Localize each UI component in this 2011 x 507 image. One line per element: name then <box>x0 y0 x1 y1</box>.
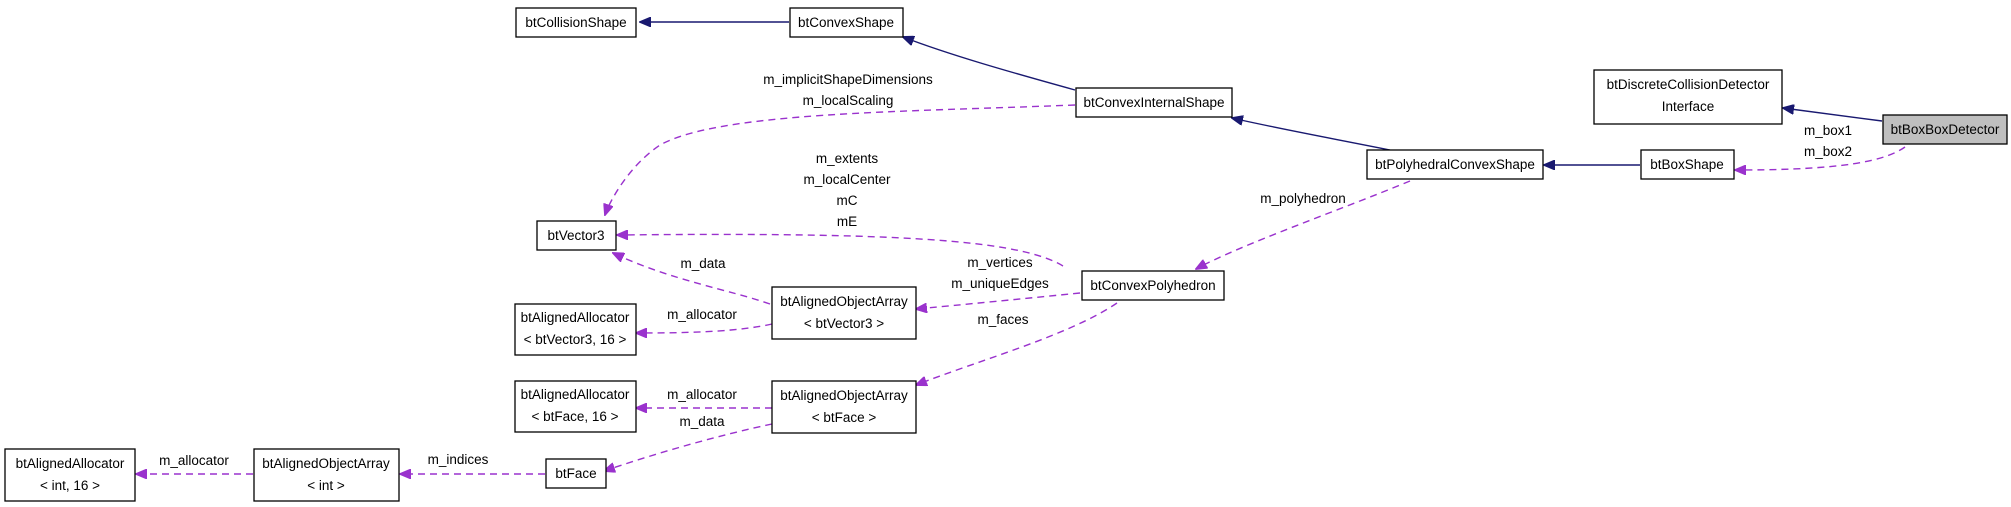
edge-label-m-indices: m_indices <box>428 452 489 467</box>
svg-text:< int, 16 >: < int, 16 > <box>40 478 100 493</box>
edge-label-m-data-vector3: m_data <box>680 256 726 271</box>
node-btalignedobjectarray-int[interactable]: btAlignedObjectArray < int > <box>253 448 400 502</box>
svg-text:btAlignedObjectArray: btAlignedObjectArray <box>780 388 908 403</box>
svg-text:btAlignedAllocator: btAlignedAllocator <box>521 387 630 402</box>
edge-convexinternalshape-to-convexshape <box>903 37 1076 91</box>
svg-text:btConvexPolyhedron: btConvexPolyhedron <box>1090 278 1215 293</box>
node-btalignedallocator-btvector3-16[interactable]: btAlignedAllocator < btVector3, 16 > <box>514 303 637 356</box>
svg-text:btAlignedAllocator: btAlignedAllocator <box>16 456 125 471</box>
node-btface[interactable]: btFace <box>545 458 607 489</box>
svg-text:< btVector3, 16 >: < btVector3, 16 > <box>524 332 627 347</box>
edge-alignedobjectarray-vector3-to-allocator <box>636 323 773 333</box>
edge-convexinternalshape-to-vector3 <box>605 104 1076 215</box>
node-btalignedobjectarray-btface[interactable]: btAlignedObjectArray < btFace > <box>771 380 917 434</box>
edge-boxboxdetector-to-discretecollisiondetector <box>1783 108 1883 122</box>
svg-text:btDiscreteCollisionDetector: btDiscreteCollisionDetector <box>1607 77 1770 92</box>
node-btboxshape[interactable]: btBoxShape <box>1640 149 1735 180</box>
svg-text:btPolyhedralConvexShape: btPolyhedralConvexShape <box>1375 157 1535 172</box>
edge-label-m-data-face: m_data <box>679 414 725 429</box>
svg-text:btConvexInternalShape: btConvexInternalShape <box>1083 95 1224 110</box>
svg-text:btAlignedAllocator: btAlignedAllocator <box>521 310 630 325</box>
edge-label-m-faces: m_faces <box>977 312 1028 327</box>
svg-text:btFace: btFace <box>555 466 596 481</box>
node-btconvexpolyhedron[interactable]: btConvexPolyhedron <box>1081 270 1225 301</box>
svg-text:btBoxBoxDetector: btBoxBoxDetector <box>1891 122 2000 137</box>
node-btconvexshape[interactable]: btConvexShape <box>789 7 904 38</box>
edge-label-m-allocator-vector3: m_allocator <box>667 307 737 322</box>
edge-label-me: mE <box>837 214 857 229</box>
edge-alignedobjectarray-vector3-to-vector3 <box>613 253 771 305</box>
node-btalignedallocator-btface-16[interactable]: btAlignedAllocator < btFace, 16 > <box>514 380 637 433</box>
node-btpolyhedralconvexshape[interactable]: btPolyhedralConvexShape <box>1366 149 1544 180</box>
edge-label-m-allocator-face: m_allocator <box>667 387 737 402</box>
svg-text:btAlignedObjectArray: btAlignedObjectArray <box>780 294 908 309</box>
svg-text:< btFace, 16 >: < btFace, 16 > <box>531 409 618 424</box>
edge-polyhedralconvexshape-to-convexinternalshape <box>1232 118 1391 151</box>
node-btconvexinternalshape[interactable]: btConvexInternalShape <box>1075 87 1233 118</box>
svg-text:< int >: < int > <box>307 478 345 493</box>
edge-label-m-vertices: m_vertices <box>967 255 1033 270</box>
svg-text:btBoxShape: btBoxShape <box>1650 157 1724 172</box>
edge-label-m-uniqueedges: m_uniqueEdges <box>951 276 1049 291</box>
svg-text:btCollisionShape: btCollisionShape <box>525 15 626 30</box>
edge-label-m-implicitshapedimensions: m_implicitShapeDimensions <box>763 72 933 87</box>
svg-text:btAlignedObjectArray: btAlignedObjectArray <box>262 456 390 471</box>
svg-text:Interface: Interface <box>1662 99 1715 114</box>
edge-label-mc: mC <box>837 193 858 208</box>
edge-boxboxdetector-to-boxshape <box>1735 146 1906 170</box>
edge-label-m-box2: m_box2 <box>1804 144 1852 159</box>
svg-text:< btFace >: < btFace > <box>812 410 877 425</box>
svg-text:< btVector3 >: < btVector3 > <box>804 316 884 331</box>
edge-label-m-localscaling: m_localScaling <box>803 93 894 108</box>
node-btboxboxdetector[interactable]: btBoxBoxDetector <box>1882 114 2008 145</box>
node-btalignedobjectarray-btvector3[interactable]: btAlignedObjectArray < btVector3 > <box>771 286 917 340</box>
node-btvector3[interactable]: btVector3 <box>536 220 617 251</box>
edge-label-m-localcenter: m_localCenter <box>803 172 891 187</box>
edge-label-m-allocator-int: m_allocator <box>159 453 229 468</box>
edge-label-m-polyhedron: m_polyhedron <box>1260 191 1346 206</box>
svg-text:btVector3: btVector3 <box>547 228 604 243</box>
node-btdiscretecollisiondetectorinterface[interactable]: btDiscreteCollisionDetector Interface <box>1593 69 1783 125</box>
edge-label-m-extents: m_extents <box>816 151 879 166</box>
svg-text:btConvexShape: btConvexShape <box>798 15 894 30</box>
edge-polyhedralconvexshape-to-convexpolyhedron <box>1196 180 1411 269</box>
edge-convexpolyhedron-to-alignedobjectarray-vector3 <box>916 292 1081 309</box>
edge-label-m-box1: m_box1 <box>1804 123 1852 138</box>
node-btcollisionshape[interactable]: btCollisionShape <box>515 7 637 38</box>
node-btalignedallocator-int-16[interactable]: btAlignedAllocator < int, 16 > <box>4 448 136 502</box>
edge-convexpolyhedron-to-vector3 <box>617 234 1064 267</box>
edge-alignedobjectarray-face-to-face <box>604 423 773 471</box>
